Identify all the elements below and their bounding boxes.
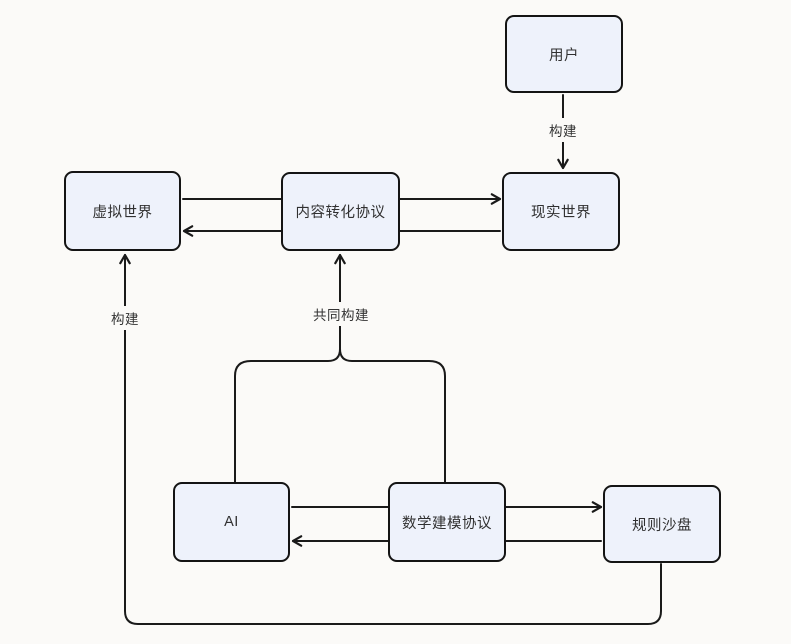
- node-virtual-world-label: 虚拟世界: [92, 204, 153, 221]
- node-user-label: 用户: [549, 47, 579, 64]
- edge-label-co-build: 共同构建: [310, 302, 372, 326]
- node-real-world: 现实世界: [502, 172, 620, 251]
- edge-merge-left-branch: [234, 348, 341, 483]
- edge-sandbox-loop-to-virtual: [119, 253, 662, 625]
- edge-label-user-build: 构建: [546, 118, 580, 142]
- node-math-protocol-label: 数学建模协议: [402, 515, 492, 532]
- node-content-protocol: 内容转化协议: [281, 172, 400, 251]
- node-content-protocol-label: 内容转化协议: [295, 205, 386, 221]
- node-rule-sandbox-label: 规则沙盘: [632, 517, 692, 534]
- node-user: 用户: [505, 15, 623, 93]
- node-math-protocol: 数学建模协议: [388, 482, 506, 562]
- node-ai-label: AI: [224, 514, 239, 530]
- node-ai: AI: [173, 482, 290, 562]
- edge-merge-right-branch: [339, 348, 446, 483]
- node-virtual-world: 虚拟世界: [64, 171, 181, 251]
- node-rule-sandbox: 规则沙盘: [603, 485, 721, 563]
- node-real-world-label: 现实世界: [531, 205, 591, 221]
- edge-label-loop-build: 构建: [108, 306, 142, 330]
